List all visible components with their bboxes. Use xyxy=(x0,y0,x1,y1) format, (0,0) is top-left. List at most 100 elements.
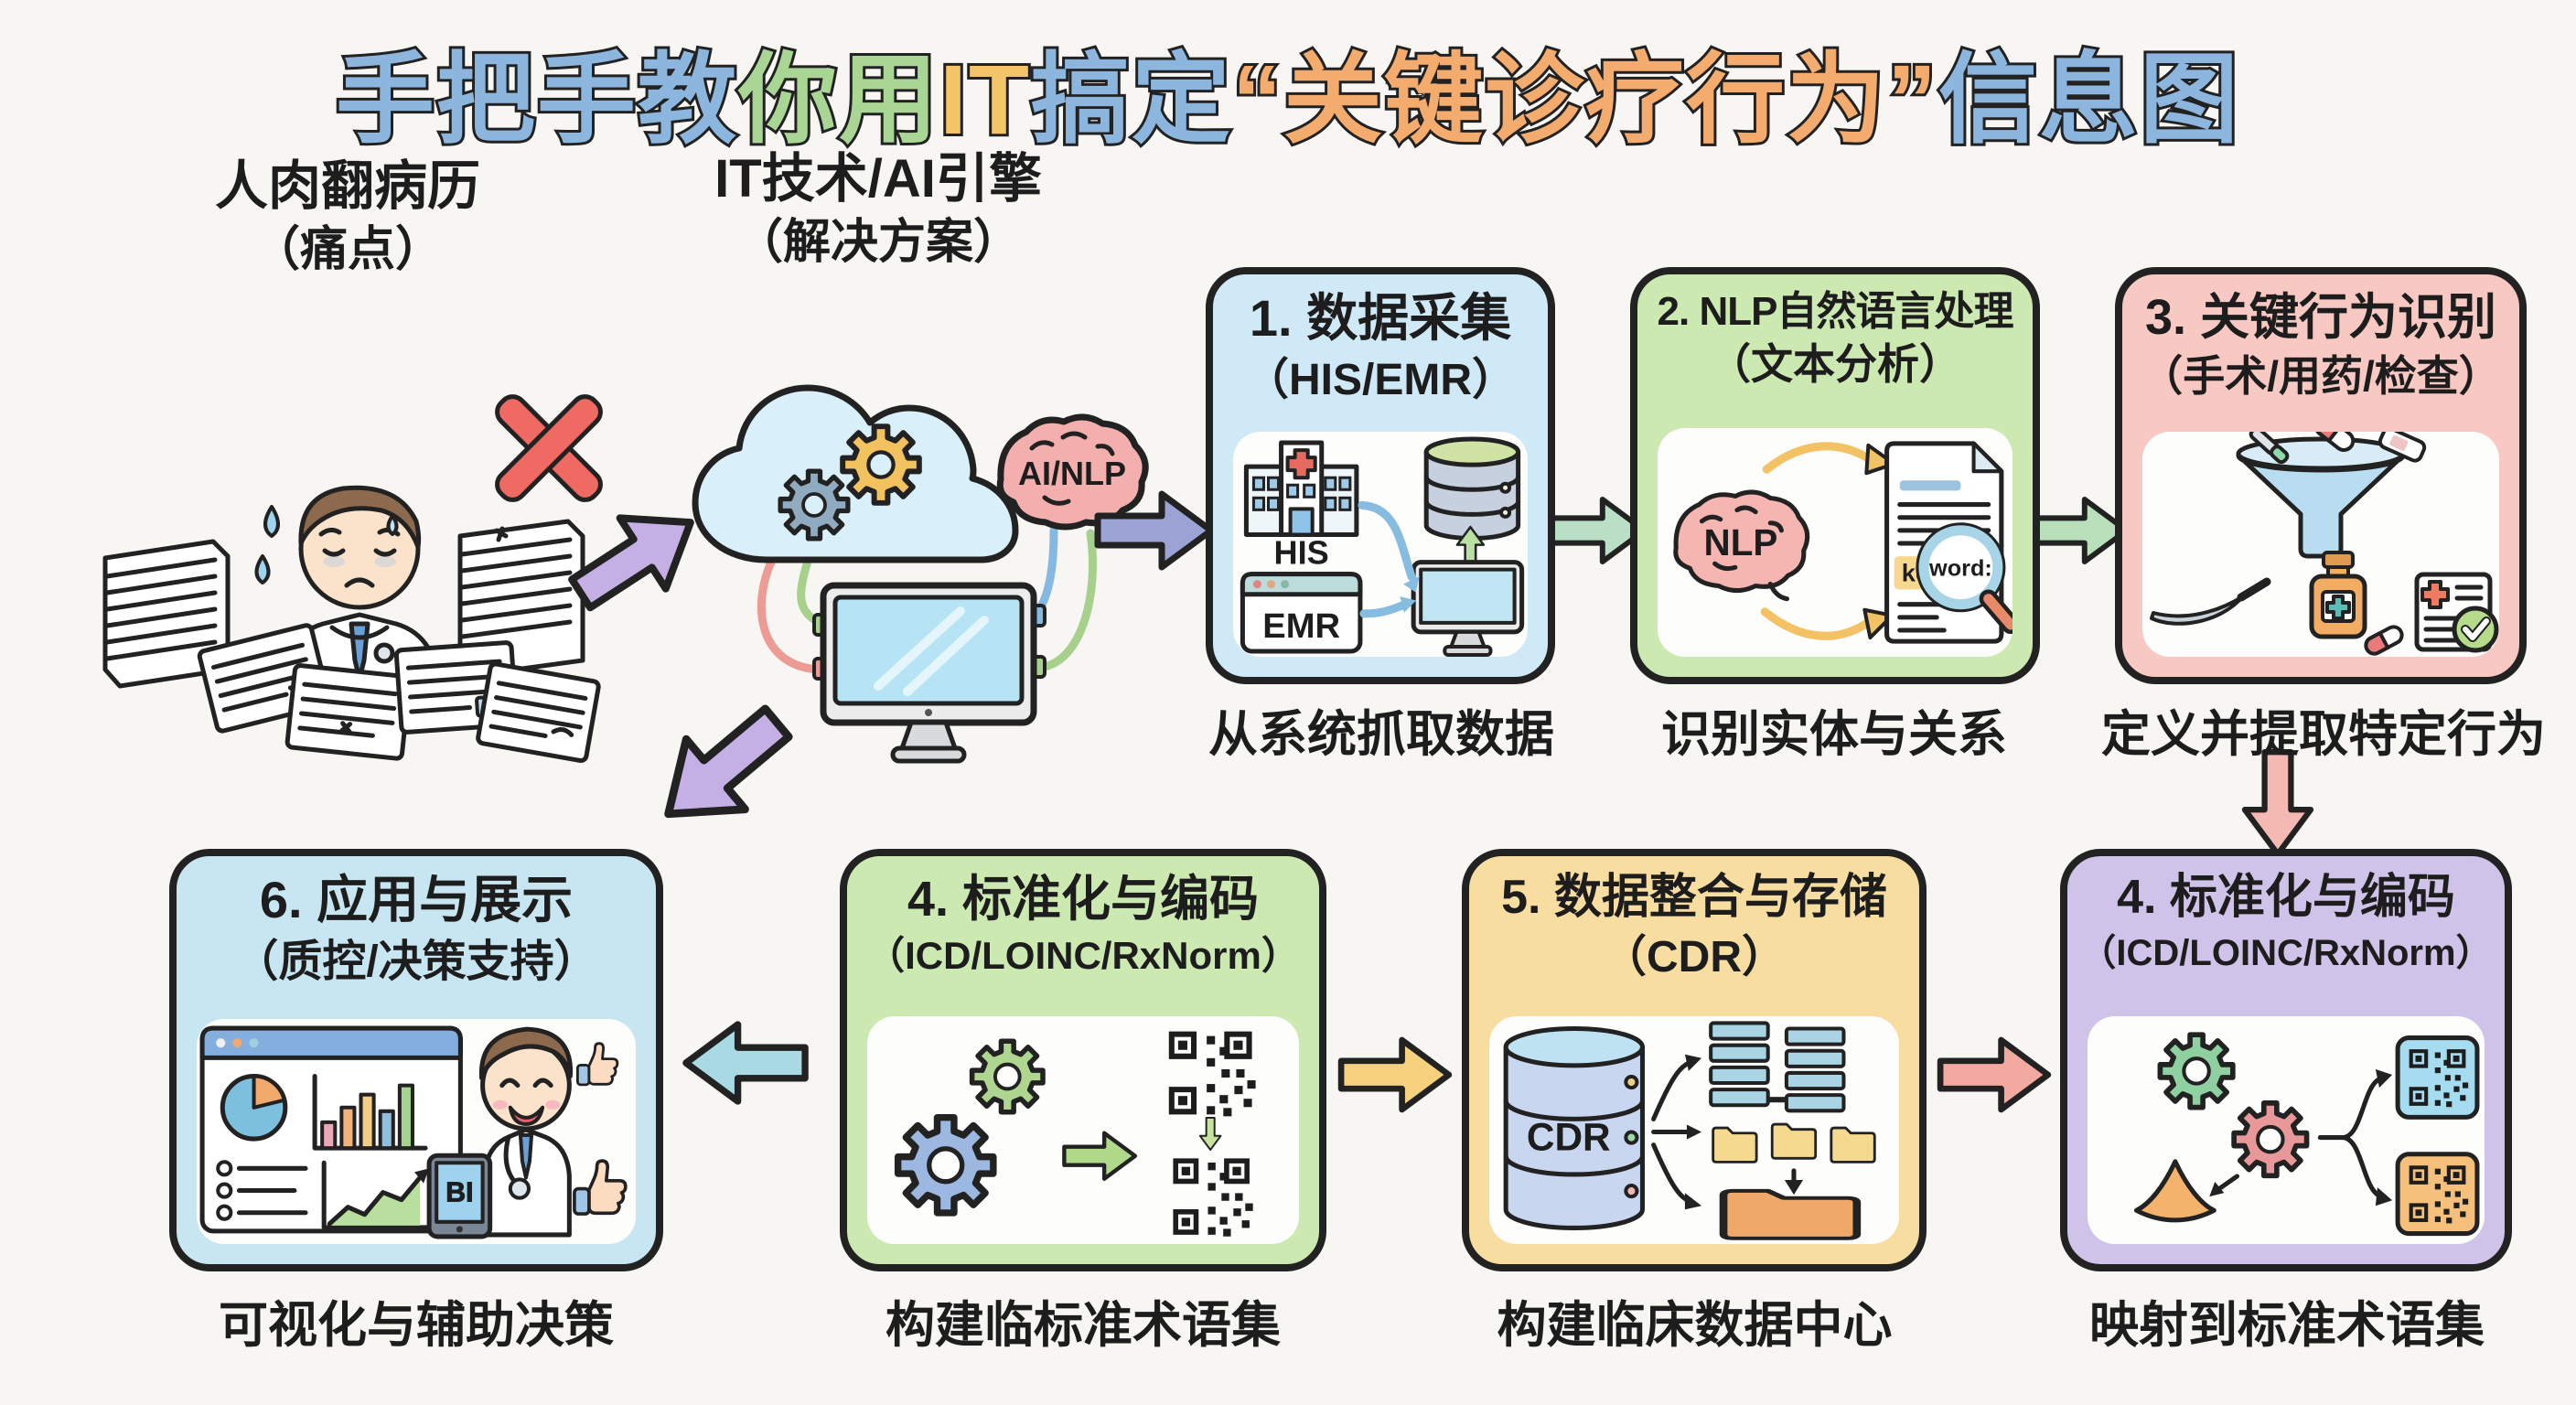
gear-icon xyxy=(972,1041,1043,1111)
capsule-icon xyxy=(2313,432,2356,453)
paper-sheet-icon xyxy=(284,663,413,761)
step-collect-caption: 从系统抓取数据 xyxy=(1208,707,1554,762)
medicine-bottle-icon xyxy=(2309,551,2367,639)
step-storage-title: 5. 数据整合与存储 xyxy=(1501,871,1887,924)
qr-code-icon xyxy=(1168,1031,1256,1117)
line-chart-icon xyxy=(321,1160,435,1230)
step-apply-body: BI xyxy=(197,1019,636,1244)
step-box-standardize-a: 4. 标准化与编码 （ICD/LOINC/RxNorm） xyxy=(840,849,1326,1271)
brain-icon: AI/NLP xyxy=(996,413,1149,539)
solution-illustration: AI/NLP xyxy=(692,384,1149,764)
qr-code-icon xyxy=(2395,1152,2480,1237)
flow-arrow-icon xyxy=(1358,500,1420,618)
solution-subtitle: （解决方案） xyxy=(735,215,1021,269)
title-segment-5: “关键诊疗行为” xyxy=(1229,41,1939,157)
step-standardize-a-art xyxy=(867,1031,1256,1237)
step-nlp-header: 2. NLP自然语言处理 （文本分析） xyxy=(1637,285,2033,392)
magnifier-icon: word: xyxy=(1916,522,2012,635)
pie-chart-icon xyxy=(220,1073,288,1142)
folder-icon xyxy=(1712,1122,1876,1164)
his-label: HIS xyxy=(1274,534,1329,572)
step-apply-subtitle: （质控/决策支持） xyxy=(234,937,598,986)
cloud-icon xyxy=(692,384,1019,563)
paper-stack-icon xyxy=(457,519,585,678)
arrow-solution-to-step6 xyxy=(631,677,814,860)
doctor-icon: BI xyxy=(426,1026,573,1239)
right-arrow-icon xyxy=(1064,1133,1135,1179)
step-standardize-a-title: 4. 标准化与编码 xyxy=(907,872,1260,927)
step-nlp-title: 2. NLP自然语言处理 xyxy=(1657,289,2014,334)
pain-title: 人肉翻病历 xyxy=(214,156,480,216)
title-segment-2: 你用 xyxy=(735,41,940,157)
nlp-brain-label: NLP xyxy=(1704,521,1778,563)
pain-subtitle: （痛点） xyxy=(252,222,443,276)
emr-label: EMR xyxy=(1262,606,1340,646)
down-arrow-icon xyxy=(1198,1117,1222,1152)
tear-drop-icon xyxy=(254,505,280,585)
gear-icon xyxy=(843,426,919,503)
step-nlp-body: NLP ke xyxy=(1658,428,2012,657)
arrow-step5-to-step4b xyxy=(1903,983,2086,1166)
cdr-label: CDR xyxy=(1527,1116,1611,1159)
step-box-apply: 6. 应用与展示 （质控/决策支持） xyxy=(169,849,663,1271)
step-identify-subtitle: （手术/用药/检查） xyxy=(2141,352,2501,401)
table-rows-icon xyxy=(1709,1021,1846,1113)
thumbs-up-icon xyxy=(573,1159,628,1216)
bandage-icon xyxy=(2377,432,2427,463)
arrow-pain-to-solution xyxy=(544,467,727,649)
solution-title: IT技术/AI引擎 xyxy=(714,149,1042,209)
step-storage-subtitle: （CDR） xyxy=(1603,932,1786,981)
bar-chart-icon xyxy=(312,1073,428,1151)
capsule-icon xyxy=(2364,625,2404,656)
step-identify-art xyxy=(2150,432,2499,656)
branch-arrow-icon xyxy=(2209,1068,2393,1207)
tablet-icon: BI xyxy=(426,1153,493,1239)
bi-label: BI xyxy=(445,1178,473,1208)
qr-code-icon xyxy=(1173,1158,1253,1237)
paper-sheet-icon xyxy=(476,661,601,764)
step-identify-title: 3. 关键行为识别 xyxy=(2144,290,2497,345)
browser-window-icon: EMR xyxy=(1240,572,1363,654)
step-box-storage: 5. 数据整合与存储 （CDR） CDR xyxy=(1462,849,1927,1271)
pain-illustration xyxy=(102,394,603,764)
report-check-icon xyxy=(2414,572,2499,653)
step-standardize-b-subtitle: （ICD/LOINC/RxNorm） xyxy=(2079,932,2493,973)
database-icon xyxy=(1423,436,1521,541)
list-icon xyxy=(216,1160,308,1221)
gear-icon xyxy=(2160,1035,2232,1107)
step-collect-art: HIS EMR xyxy=(1240,436,1525,657)
brain-label: AI/NLP xyxy=(1018,455,1126,492)
monitor-icon xyxy=(1411,560,1525,657)
scalpel-icon xyxy=(2150,577,2271,626)
step-apply-caption: 可视化与辅助决策 xyxy=(219,1298,614,1353)
step-box-collect: 1. 数据采集 （HIS/EMR） HI xyxy=(1206,267,1555,684)
arrow-step4a-to-step5 xyxy=(1304,983,1487,1166)
step-storage-art: CDR xyxy=(1503,1021,1876,1244)
gear-icon xyxy=(898,1118,993,1213)
dropper-icon xyxy=(2249,432,2290,465)
curved-arrow-icon xyxy=(1760,442,1896,640)
brain-icon: NLP xyxy=(1673,489,1810,602)
step-standardize-a-subtitle: （ICD/LOINC/RxNorm） xyxy=(866,934,1300,978)
step-box-standardize-b: 4. 标准化与编码 （ICD/LOINC/RxNorm） xyxy=(2060,849,2512,1271)
step-nlp-art: NLP ke xyxy=(1673,441,2012,644)
step-apply-header: 6. 应用与展示 （质控/决策支持） xyxy=(177,867,656,991)
gear-icon xyxy=(780,471,848,539)
monitor-icon xyxy=(820,582,1037,764)
step-standardize-b-body xyxy=(2088,1016,2485,1244)
step-identify-body xyxy=(2142,432,2499,657)
step-standardize-a-header: 4. 标准化与编码 （ICD/LOINC/RxNorm） xyxy=(847,867,1319,981)
qr-code-icon xyxy=(2395,1035,2480,1120)
step-box-nlp: 2. NLP自然语言处理 （文本分析） NLP xyxy=(1630,267,2040,684)
gear-icon xyxy=(2234,1103,2306,1175)
step-box-identify: 3. 关键行为识别 （手术/用药/检查） xyxy=(2115,267,2527,684)
solution-label: IT技术/AI引擎 （解决方案） xyxy=(631,146,1125,273)
step-standardize-b-header: 4. 标准化与编码 （ICD/LOINC/RxNorm） xyxy=(2067,867,2505,977)
step-standardize-a-caption: 构建临标准术语集 xyxy=(886,1298,1281,1353)
step-storage-header: 5. 数据整合与存储 （CDR） xyxy=(1469,867,1919,986)
step-nlp-caption: 识别实体与关系 xyxy=(1661,707,2007,762)
step-apply-art: BI xyxy=(199,1025,628,1239)
arrow-step4a-to-step6 xyxy=(654,971,837,1154)
funnel-icon xyxy=(2236,436,2406,559)
